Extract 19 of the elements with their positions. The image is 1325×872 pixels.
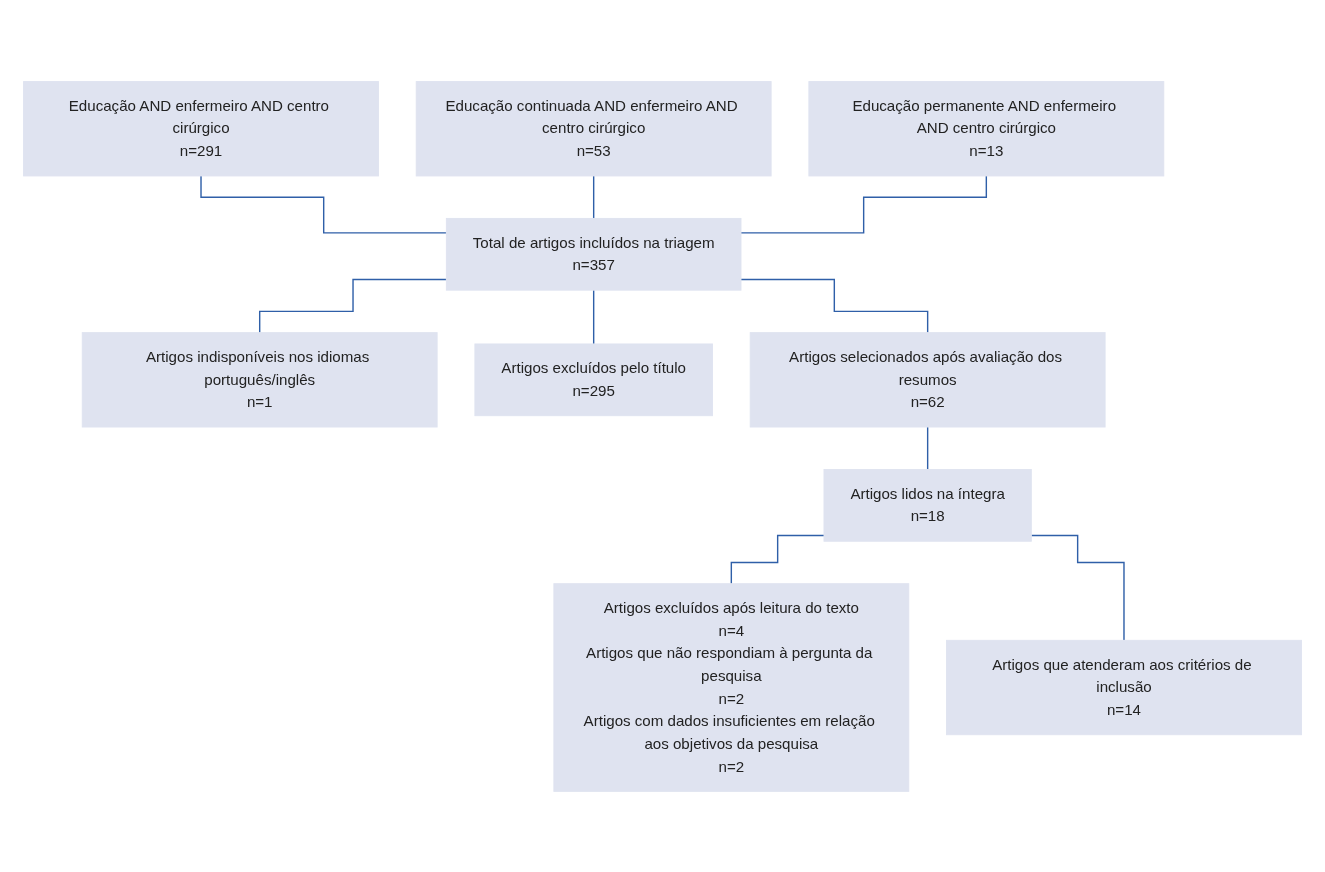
node-box: Artigos indisponíveis nos idiomas português/inglês n=1 — [81, 331, 438, 428]
connector — [730, 534, 825, 584]
node-box: Artigos que atenderam aos critérios de inclusão n=14 — [946, 639, 1302, 735]
connector — [926, 425, 929, 470]
node-box: Artigos lidos na íntegra n=18 — [823, 468, 1032, 542]
connector — [740, 278, 929, 333]
connector — [592, 174, 595, 219]
node-box: Educação AND enfermeiro AND centro cirúrgico n=291 — [23, 80, 379, 176]
node-box: Educação continuada AND enfermeiro AND centro cirúrgico n=53 — [415, 80, 772, 176]
node-box: Educação permanente AND enfermeiro AND centro cirúrgico n=13 — [808, 80, 1165, 176]
node-box: Total de artigos incluídos na triagem n=357 — [445, 217, 742, 291]
node-box: Artigos excluídos após leitura do texto n=4 Artigos que não respondiam à pergunta da pesquisa n=2 Artigos com dados insuficientes em relação aos objetivos da pesquisa n=2 — [553, 582, 910, 792]
connector — [1030, 534, 1125, 641]
connector — [592, 289, 595, 345]
node-box: Artigos excluídos pelo título n=295 — [474, 343, 713, 416]
connector — [259, 278, 448, 333]
node-box: Artigos selecionados após avaliação dos resumos n=62 — [749, 331, 1106, 428]
connector — [740, 174, 988, 234]
connector — [200, 174, 448, 234]
